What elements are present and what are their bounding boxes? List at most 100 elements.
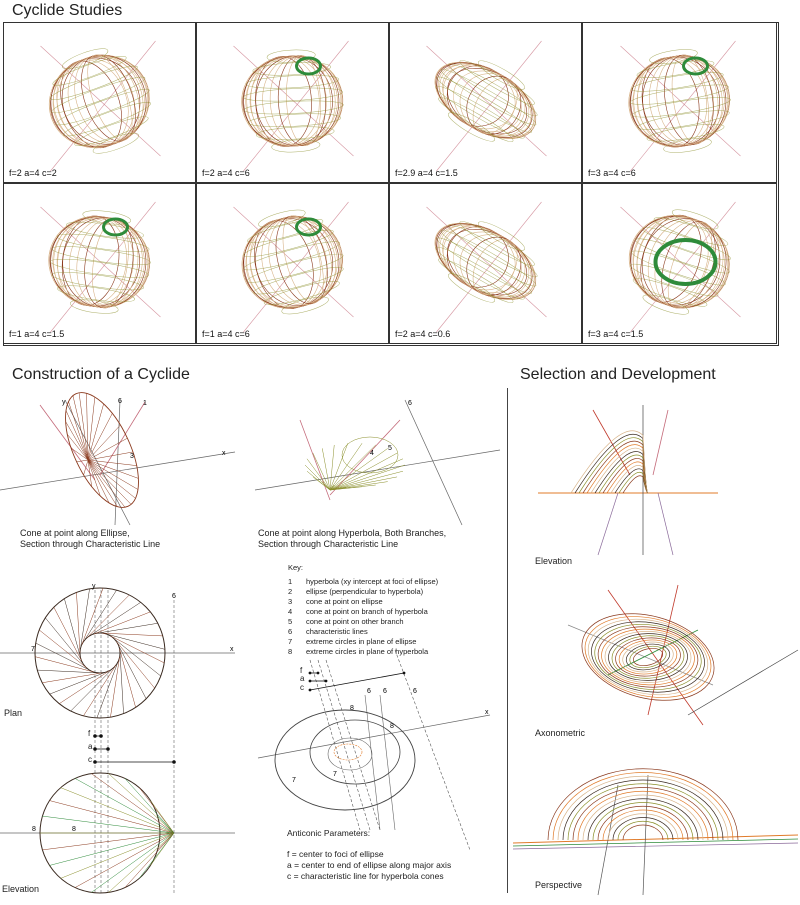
wire-latitude — [63, 102, 151, 137]
characteristic-line — [40, 45, 161, 157]
label-x: x — [222, 450, 226, 457]
wire-latitude — [438, 258, 514, 303]
x-axis-line-2 — [254, 449, 501, 491]
svg-text:6: 6 — [367, 688, 371, 695]
wire-ring — [472, 239, 518, 295]
extreme-circle-7 — [274, 709, 416, 811]
wire-ring — [628, 55, 729, 147]
key-text: extreme circles in plane of hyperbola — [306, 647, 429, 656]
label-6b: 6 — [408, 400, 412, 407]
anticonic-parameters: Anticonic Parameters: f = center to foci… — [287, 828, 451, 882]
wire-latitude — [630, 84, 729, 105]
svg-text:7: 7 — [333, 771, 337, 778]
characteristic-line — [630, 201, 736, 333]
wire-latitude — [635, 238, 730, 274]
study-cell: f=1 a=4 c=1.5 — [3, 183, 196, 344]
characteristic-line — [436, 201, 542, 333]
key-text: cone at point on branch of hyperbola — [306, 607, 428, 616]
study-parameters-label: f=2.9 a=4 c=1.5 — [395, 168, 458, 178]
wire-latitude — [671, 209, 719, 230]
study-parameters-label: f=2 a=4 c=0.6 — [395, 329, 451, 339]
svg-text:7: 7 — [292, 777, 296, 784]
title-cyclide-studies: Cyclide Studies — [12, 2, 123, 19]
wire-latitude — [447, 273, 496, 303]
char-line-mid — [394, 649, 471, 851]
plan-rays — [35, 587, 165, 719]
cyclide-drawing — [620, 40, 741, 172]
wire-latitude — [52, 56, 127, 86]
svg-text:6: 6 — [172, 593, 176, 600]
study-cell: f=3 a=4 c=6 — [582, 22, 777, 183]
wire-latitude — [281, 296, 329, 315]
wire-latitude — [62, 48, 109, 69]
wire-latitude — [632, 278, 708, 307]
wire-latitude — [435, 85, 525, 139]
label-1: 1 — [143, 400, 147, 407]
wire-latitude — [441, 230, 537, 287]
wire-latitude — [646, 123, 725, 142]
svg-text:y: y — [92, 583, 96, 590]
key-text: characteristic lines — [306, 627, 368, 636]
wire-ring — [671, 54, 709, 145]
wire-ring — [630, 56, 720, 148]
parameter-construction-drawing — [257, 649, 491, 851]
svg-text:8: 8 — [350, 705, 354, 712]
svg-text:6: 6 — [383, 688, 387, 695]
label-5: 5 — [388, 445, 392, 452]
selection-elevation — [538, 405, 718, 556]
wire-latitude — [459, 221, 535, 266]
wire-latitude — [632, 97, 731, 118]
wire-latitude — [244, 100, 344, 115]
svg-text:x: x — [230, 646, 234, 653]
wire-latitude — [436, 237, 532, 294]
wire-ring — [472, 78, 518, 134]
param-a: a = center to end of ellipse along major… — [287, 860, 452, 870]
study-parameters-label: f=3 a=4 c=6 — [588, 168, 636, 178]
study-parameters-label: f=1 a=4 c=1.5 — [9, 329, 65, 339]
wire-latitude — [663, 138, 712, 153]
wire-ring — [52, 216, 151, 308]
wire-latitude — [438, 97, 514, 142]
plan-outer-circle — [34, 587, 166, 719]
characteristic-line — [40, 206, 161, 318]
wire-latitude — [50, 259, 149, 278]
wire-latitude — [57, 285, 135, 303]
wire-ring — [48, 216, 149, 308]
wire-ring — [282, 215, 324, 304]
wire-latitude — [630, 263, 719, 297]
wire-ring — [641, 218, 727, 309]
wire-latitude — [441, 69, 537, 126]
study-cell: f=2 a=4 c=2 — [3, 22, 196, 183]
key-title: Key: — [288, 563, 304, 572]
svg-text:7: 7 — [31, 646, 35, 653]
study-parameters-label: f=2 a=4 c=6 — [202, 168, 250, 178]
plan-drawing — [0, 587, 235, 895]
key-number: 3 — [288, 597, 293, 606]
char-line-6b — [404, 399, 463, 526]
wire-latitude — [55, 88, 150, 126]
extreme-circle-8 — [309, 719, 401, 785]
characteristic-line — [436, 40, 542, 172]
key-text: extreme circles in plane of ellipse — [306, 637, 417, 646]
selection-drawings — [512, 405, 799, 896]
cyclide-drawing — [40, 201, 161, 333]
svg-text:6: 6 — [413, 688, 417, 695]
cone-ellipse-drawing — [0, 392, 236, 526]
key-text: ellipse (perpendicular to hyperbola) — [306, 587, 424, 596]
wire-latitude — [477, 60, 526, 90]
label-3: 3 — [130, 453, 134, 460]
elevation-label: Elevation — [2, 884, 40, 894]
wire-latitude — [74, 116, 149, 146]
wire-latitude — [252, 62, 332, 76]
wire-latitude — [636, 60, 715, 79]
selection-elevation-label: Elevation — [535, 556, 573, 566]
wire-latitude — [57, 233, 150, 252]
wire-latitude — [245, 75, 340, 89]
wire-latitude — [653, 217, 729, 246]
key-text: cone at point on other branch — [306, 617, 404, 626]
